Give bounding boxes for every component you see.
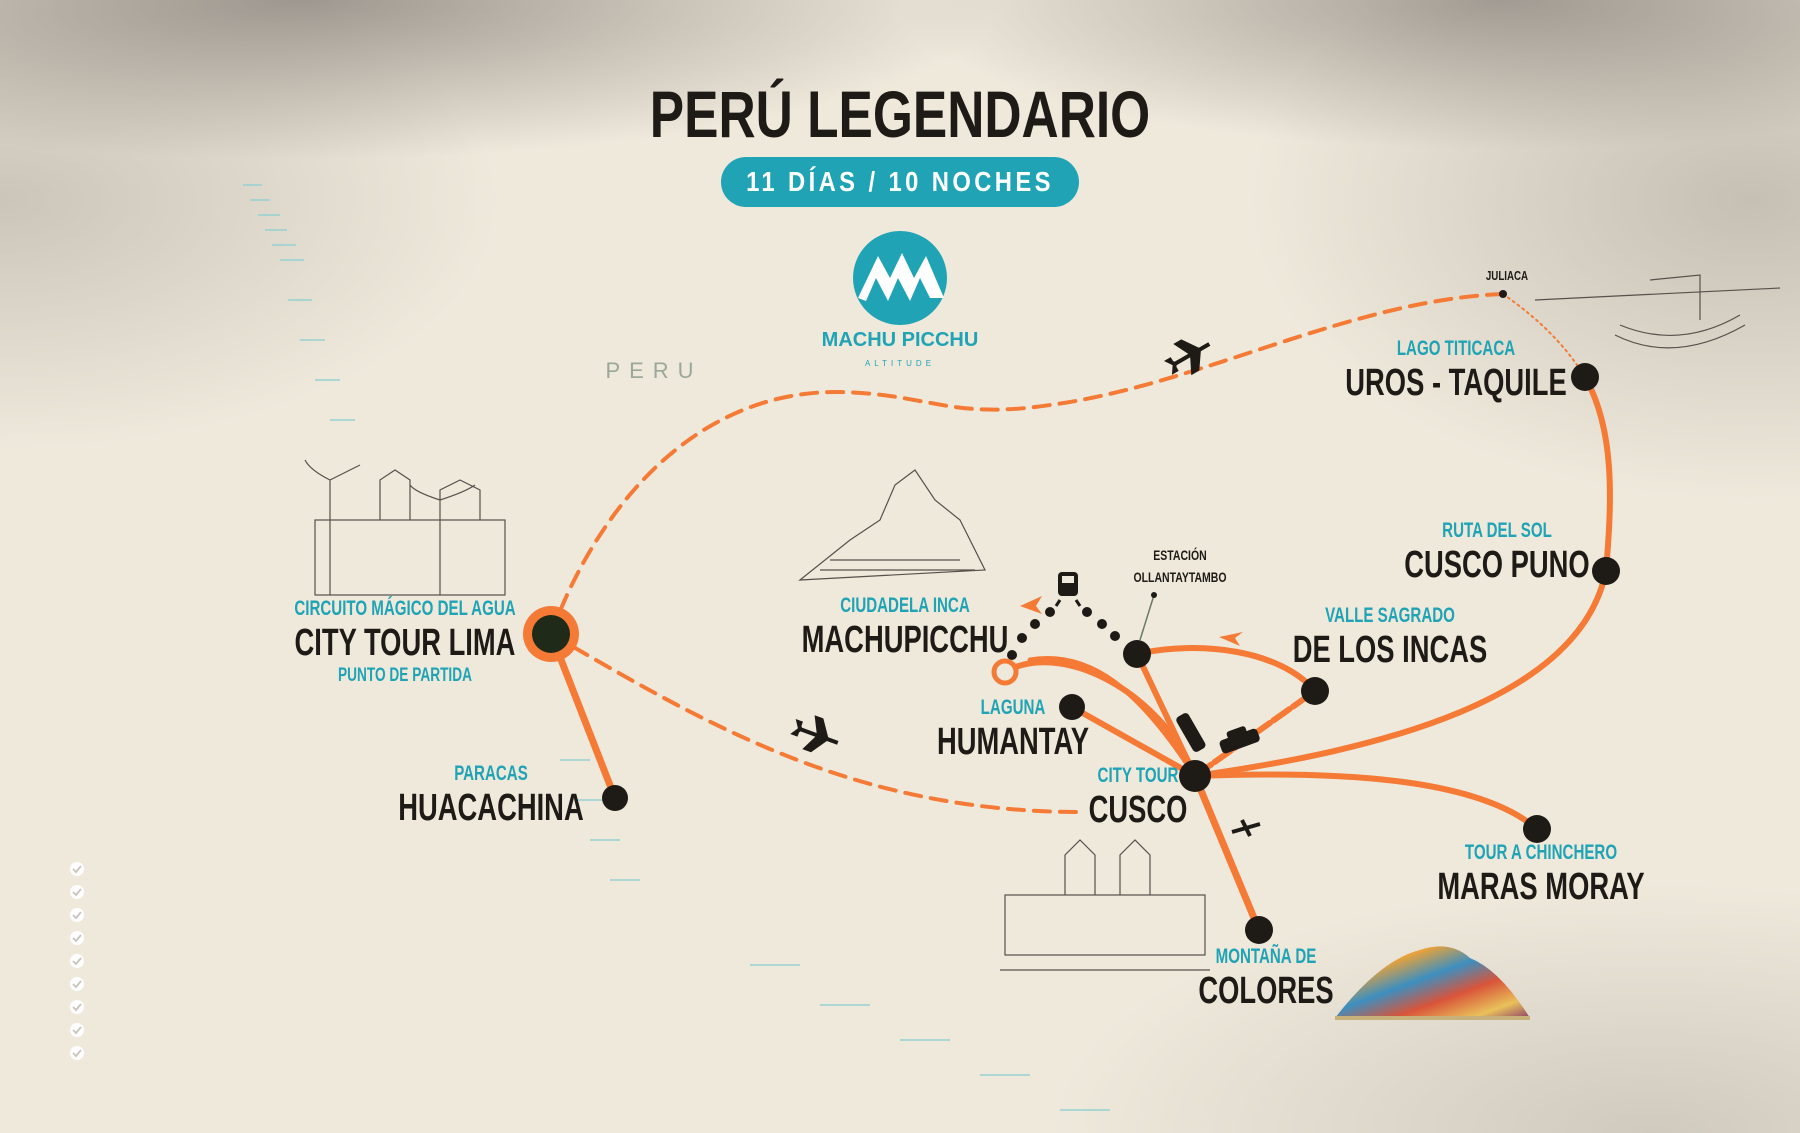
stop-name-maras: MARAS MORAY bbox=[1437, 866, 1644, 908]
stop-subtitle-puno: RUTA DEL SOL bbox=[1442, 517, 1552, 541]
check-circle-icon bbox=[70, 931, 84, 945]
route-puno-cusco bbox=[1192, 568, 1609, 779]
stop-subtitle-humantay: LAGUNA bbox=[981, 694, 1046, 718]
rainbow-mountain-illustration bbox=[1335, 946, 1530, 1020]
brand-logo: MACHU PICCHU ALTITUDE bbox=[822, 231, 979, 368]
route-cusco-machupicchu-2 bbox=[1027, 656, 1198, 779]
reed-boat-sketch bbox=[1534, 274, 1781, 349]
route-lima-huacachina bbox=[547, 630, 619, 802]
route-cusco-humantay bbox=[1069, 704, 1198, 779]
waypoint-juliaca: JULIACA bbox=[1486, 270, 1528, 284]
stop-node-ollantaytambo[interactable] bbox=[1123, 640, 1151, 668]
stop-node-cusco[interactable] bbox=[1179, 760, 1211, 792]
stop-nodes bbox=[523, 290, 1620, 944]
check-circle-icon bbox=[70, 1000, 84, 1014]
stop-subtitle-uros: LAGO TITICACA bbox=[1397, 335, 1515, 359]
check-circle-icon bbox=[70, 977, 84, 991]
train-route bbox=[1007, 607, 1120, 660]
stop-name-colores: COLORES bbox=[1198, 970, 1333, 1012]
stop-node-juliaca[interactable] bbox=[1499, 290, 1507, 298]
brand-tagline: ALTITUDE bbox=[865, 359, 935, 368]
car-icon bbox=[1219, 726, 1260, 754]
stop-subtitle-valle: VALLE SAGRADO bbox=[1325, 602, 1455, 626]
route-cusco-colores bbox=[1191, 772, 1263, 934]
country-label: PERU bbox=[605, 358, 702, 383]
stop-subtitle-cusco: CITY TOUR bbox=[1098, 762, 1179, 786]
direction-arrow-icon bbox=[1020, 596, 1243, 646]
duration-text: 11 DÍAS / 10 NOCHES bbox=[746, 165, 1054, 197]
check-circle-icon bbox=[70, 954, 84, 968]
route-cusco-maras bbox=[1192, 771, 1540, 832]
stop-node-puno[interactable] bbox=[1592, 557, 1620, 585]
stop-name-huacachina: HUACACHINA bbox=[398, 787, 583, 829]
check-circle-icon bbox=[70, 908, 84, 922]
stop-name-uros: UROS - TAQUILE bbox=[1345, 362, 1566, 404]
stop-node-valle[interactable] bbox=[1301, 677, 1329, 705]
route-ollantaytambo-valle bbox=[1134, 645, 1318, 694]
cusco-cathedral-sketch bbox=[1000, 839, 1210, 971]
stop-subtitle-machupicchu: CIUDADELA INCA bbox=[840, 592, 970, 616]
stop-name-humantay: HUMANTAY bbox=[937, 721, 1089, 763]
brand-name: MACHU PICCHU bbox=[822, 329, 979, 351]
page-title: PERÚ LEGENDARIO bbox=[650, 77, 1150, 152]
train-icon bbox=[1054, 572, 1082, 607]
check-circle-icon bbox=[70, 862, 84, 876]
duration-badge: 11 DÍAS / 10 NOCHES bbox=[721, 157, 1079, 207]
stop-subtitle-colores: MONTAÑA DE bbox=[1216, 943, 1317, 967]
stop-node-maras[interactable] bbox=[1523, 815, 1551, 843]
checklist bbox=[70, 862, 84, 1060]
route-uros-puno bbox=[1582, 374, 1613, 574]
flight-route-lima-juliaca bbox=[549, 292, 1505, 636]
flight-route-lima-cusco bbox=[549, 632, 1082, 814]
stop-node-colores[interactable] bbox=[1245, 916, 1273, 944]
stop-node-huacachina[interactable] bbox=[602, 785, 628, 811]
machu-picchu-sketch bbox=[798, 469, 986, 581]
lima-cathedral-sketch bbox=[304, 459, 506, 596]
stop-subtitle-lima: CIRCUITO MÁGICO DEL AGUA bbox=[294, 595, 515, 619]
stop-subtitle-huacachina: PARACAS bbox=[454, 760, 528, 784]
plane-icon bbox=[1163, 339, 1211, 376]
stop-name-puno: CUSCO PUNO bbox=[1404, 544, 1589, 586]
car-icon bbox=[1176, 713, 1206, 752]
stop-name-valle: DE LOS INCAS bbox=[1293, 629, 1488, 671]
hiker-icon bbox=[1231, 819, 1261, 837]
stop-node-machupicchu[interactable] bbox=[991, 658, 1019, 686]
check-circle-icon bbox=[70, 885, 84, 899]
stop-note-lima: PUNTO DE PARTIDA bbox=[338, 664, 472, 686]
stop-node-humantay[interactable] bbox=[1059, 694, 1085, 720]
check-circle-icon bbox=[70, 1046, 84, 1060]
route-juliaca-uros bbox=[1502, 293, 1586, 378]
waypoint-ollantaytambo-line1: ESTACIÓN bbox=[1153, 546, 1206, 563]
stop-name-cusco: CUSCO bbox=[1089, 789, 1188, 831]
waypoint-ollantaytambo: ESTACIÓN OLLANTAYTAMBO bbox=[1133, 546, 1226, 585]
stop-name-machupicchu: MACHUPICCHU bbox=[802, 619, 1009, 661]
stop-node-uros[interactable] bbox=[1571, 363, 1599, 391]
stop-name-lima: CITY TOUR LIMA bbox=[295, 622, 516, 664]
stop-subtitle-maras: TOUR A CHINCHERO bbox=[1465, 839, 1617, 863]
coastline-decoration bbox=[243, 184, 1110, 1111]
waypoint-ollantaytambo-line2: OLLANTAYTAMBO bbox=[1133, 570, 1226, 586]
plane-icon bbox=[790, 715, 839, 753]
stop-labels: CIRCUITO MÁGICO DEL AGUA CITY TOUR LIMAPU… bbox=[294, 335, 1644, 1012]
check-circle-icon bbox=[70, 1023, 84, 1037]
